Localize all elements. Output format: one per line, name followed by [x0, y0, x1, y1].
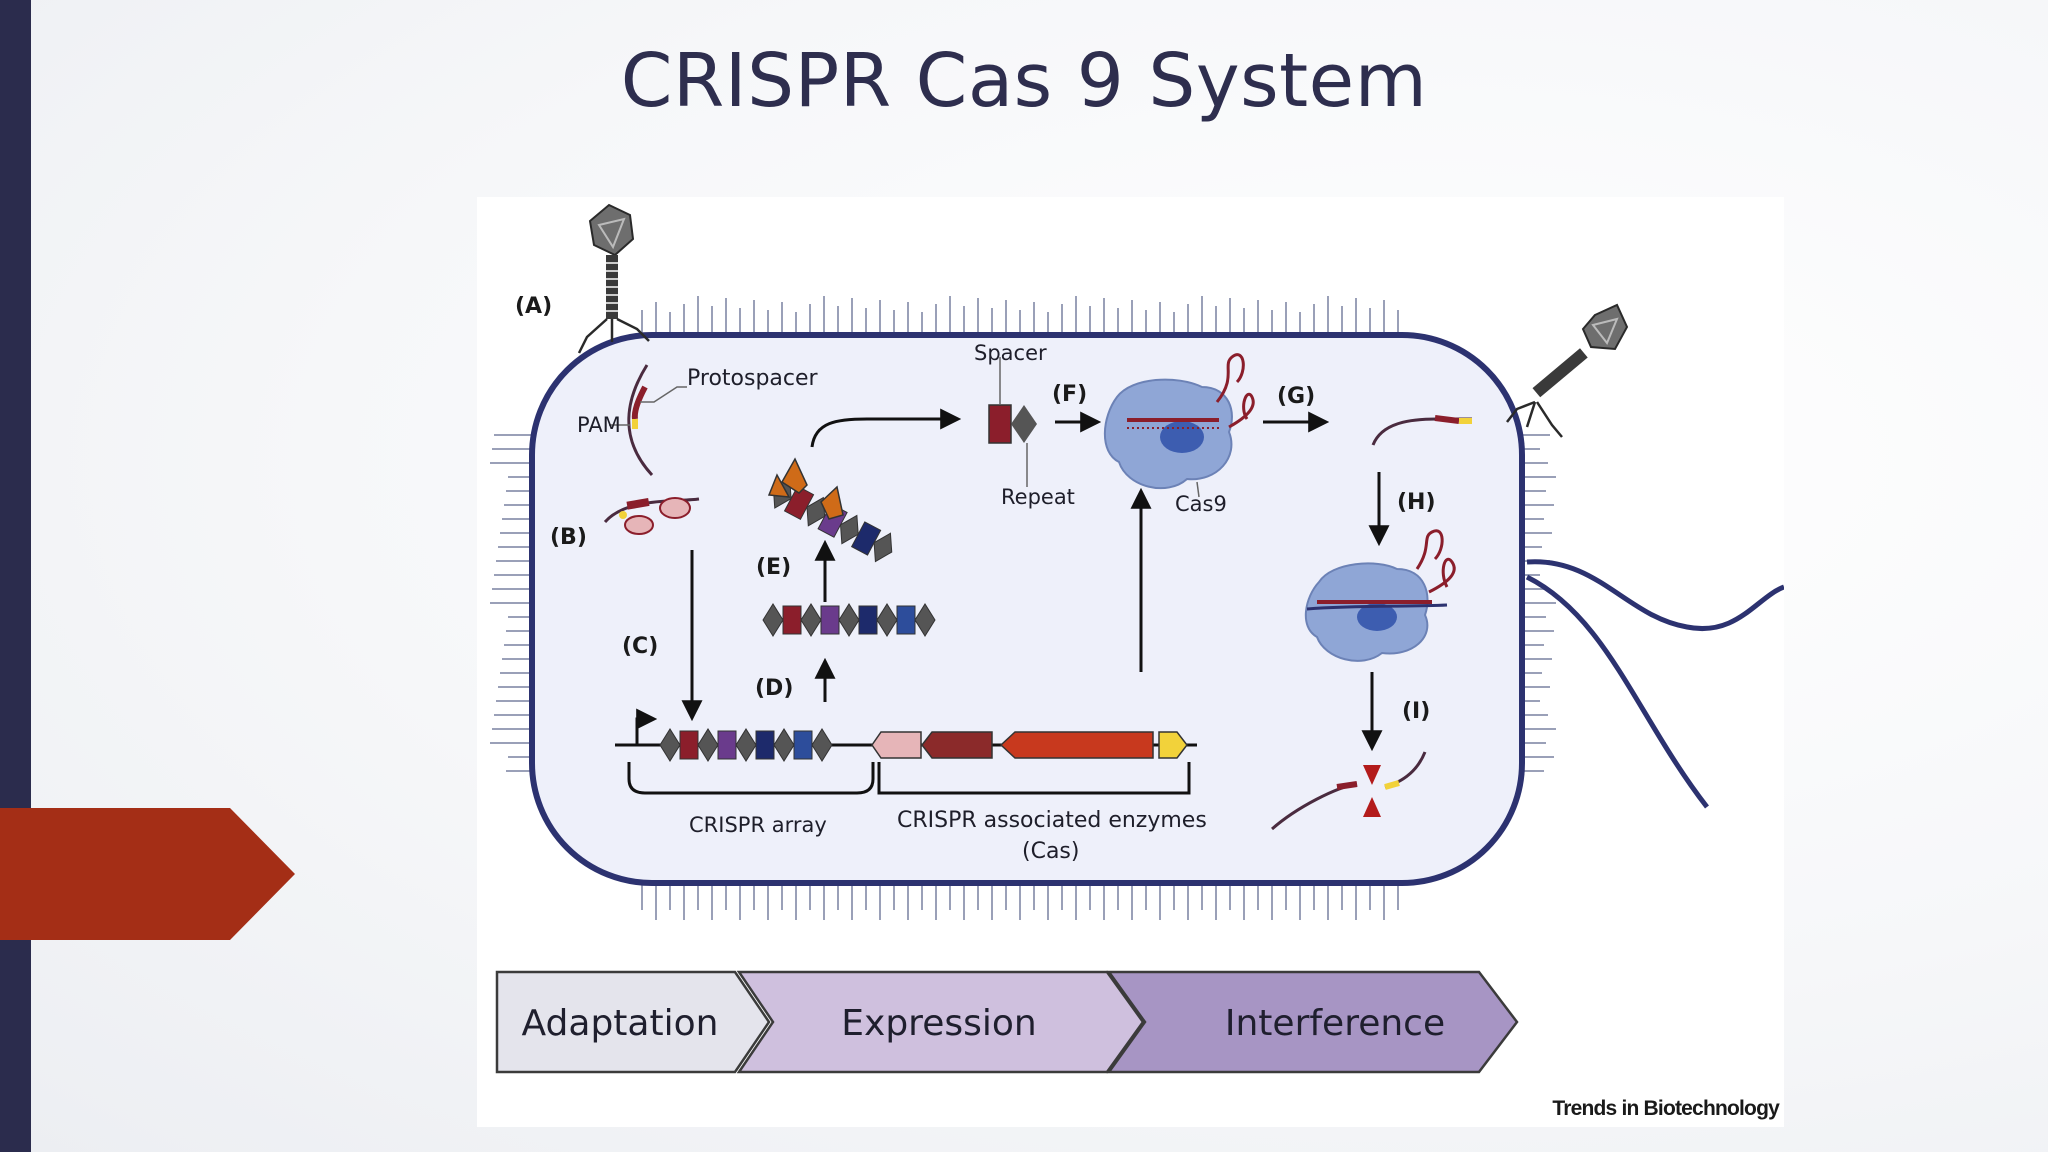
- step-label-d: (D): [755, 676, 793, 701]
- step-label-c: (C): [622, 634, 658, 659]
- crispr-diagram-svg: (A) (B) (C) (D) (E) (F) (G) (H) (I) Prot…: [490, 203, 1784, 1120]
- phase-adaptation: [495, 970, 771, 1074]
- cas1-cas2-complex-b: [603, 497, 700, 535]
- left-accent-bar: [0, 0, 31, 1152]
- cas9-target-complex: [1304, 529, 1456, 662]
- flagellum: [1525, 574, 1709, 809]
- crispr-diagram-figure: (A) (B) (C) (D) (E) (F) (G) (H) (I) Prot…: [477, 197, 1784, 1127]
- crispr-array: [659, 728, 833, 762]
- step-label-f: (F): [1052, 382, 1087, 407]
- promoter-arrow: [635, 708, 658, 745]
- cas-bracket: [877, 762, 1191, 795]
- crispr-array-label: CRISPR array: [689, 813, 827, 837]
- step-label-h: (H): [1397, 490, 1436, 515]
- phase-expression: [736, 970, 1145, 1074]
- protospacer-label: Protospacer: [687, 366, 819, 391]
- step-label-g: (G): [1277, 384, 1315, 409]
- step-label-i: (I): [1402, 699, 1430, 724]
- crispr-array-bracket: [627, 762, 875, 795]
- phage-dna-a: [627, 364, 654, 477]
- phase-label-expression: Expression: [841, 1003, 1036, 1044]
- flagellum: [1526, 559, 1784, 632]
- cas9-label: Cas9: [1175, 492, 1227, 516]
- phase-interference: [1106, 970, 1519, 1074]
- cleaved-dna: [1271, 751, 1427, 831]
- spacer-repeat-unit: [988, 357, 1037, 487]
- phase-label-adaptation: Adaptation: [522, 1003, 719, 1044]
- arrow-to-spacer: [810, 408, 962, 448]
- cell-pili: [490, 296, 1556, 920]
- protospacer-segment: [631, 385, 648, 420]
- slide-title: CRISPR Cas 9 System: [620, 38, 1428, 124]
- processed-crrna-e: [767, 457, 893, 563]
- bacteriophage-right: [1506, 303, 1629, 438]
- cas-genes: [871, 731, 1188, 759]
- cas-enzymes-sublabel: (Cas): [1022, 839, 1079, 864]
- repeat-label: Repeat: [1001, 485, 1075, 509]
- pre-crrna-transcript: [762, 603, 936, 637]
- step-label-b: (B): [550, 525, 587, 550]
- cas-enzymes-label: CRISPR associated enzymes: [897, 808, 1207, 833]
- pam-label: PAM: [577, 413, 621, 437]
- figure-credit: Trends in Biotechnology: [1552, 1097, 1780, 1120]
- bacteriophage-left: [577, 203, 650, 354]
- step-label-a: (A): [515, 294, 552, 319]
- step-label-e: (E): [756, 555, 791, 580]
- cas9-complex: [1103, 353, 1255, 498]
- phase-arrows: Adaptation Expression Interference: [495, 970, 1519, 1074]
- phase-label-interference: Interference: [1225, 1003, 1445, 1044]
- spacer-label: Spacer: [974, 341, 1047, 365]
- red-chevron-decoration: [0, 808, 295, 940]
